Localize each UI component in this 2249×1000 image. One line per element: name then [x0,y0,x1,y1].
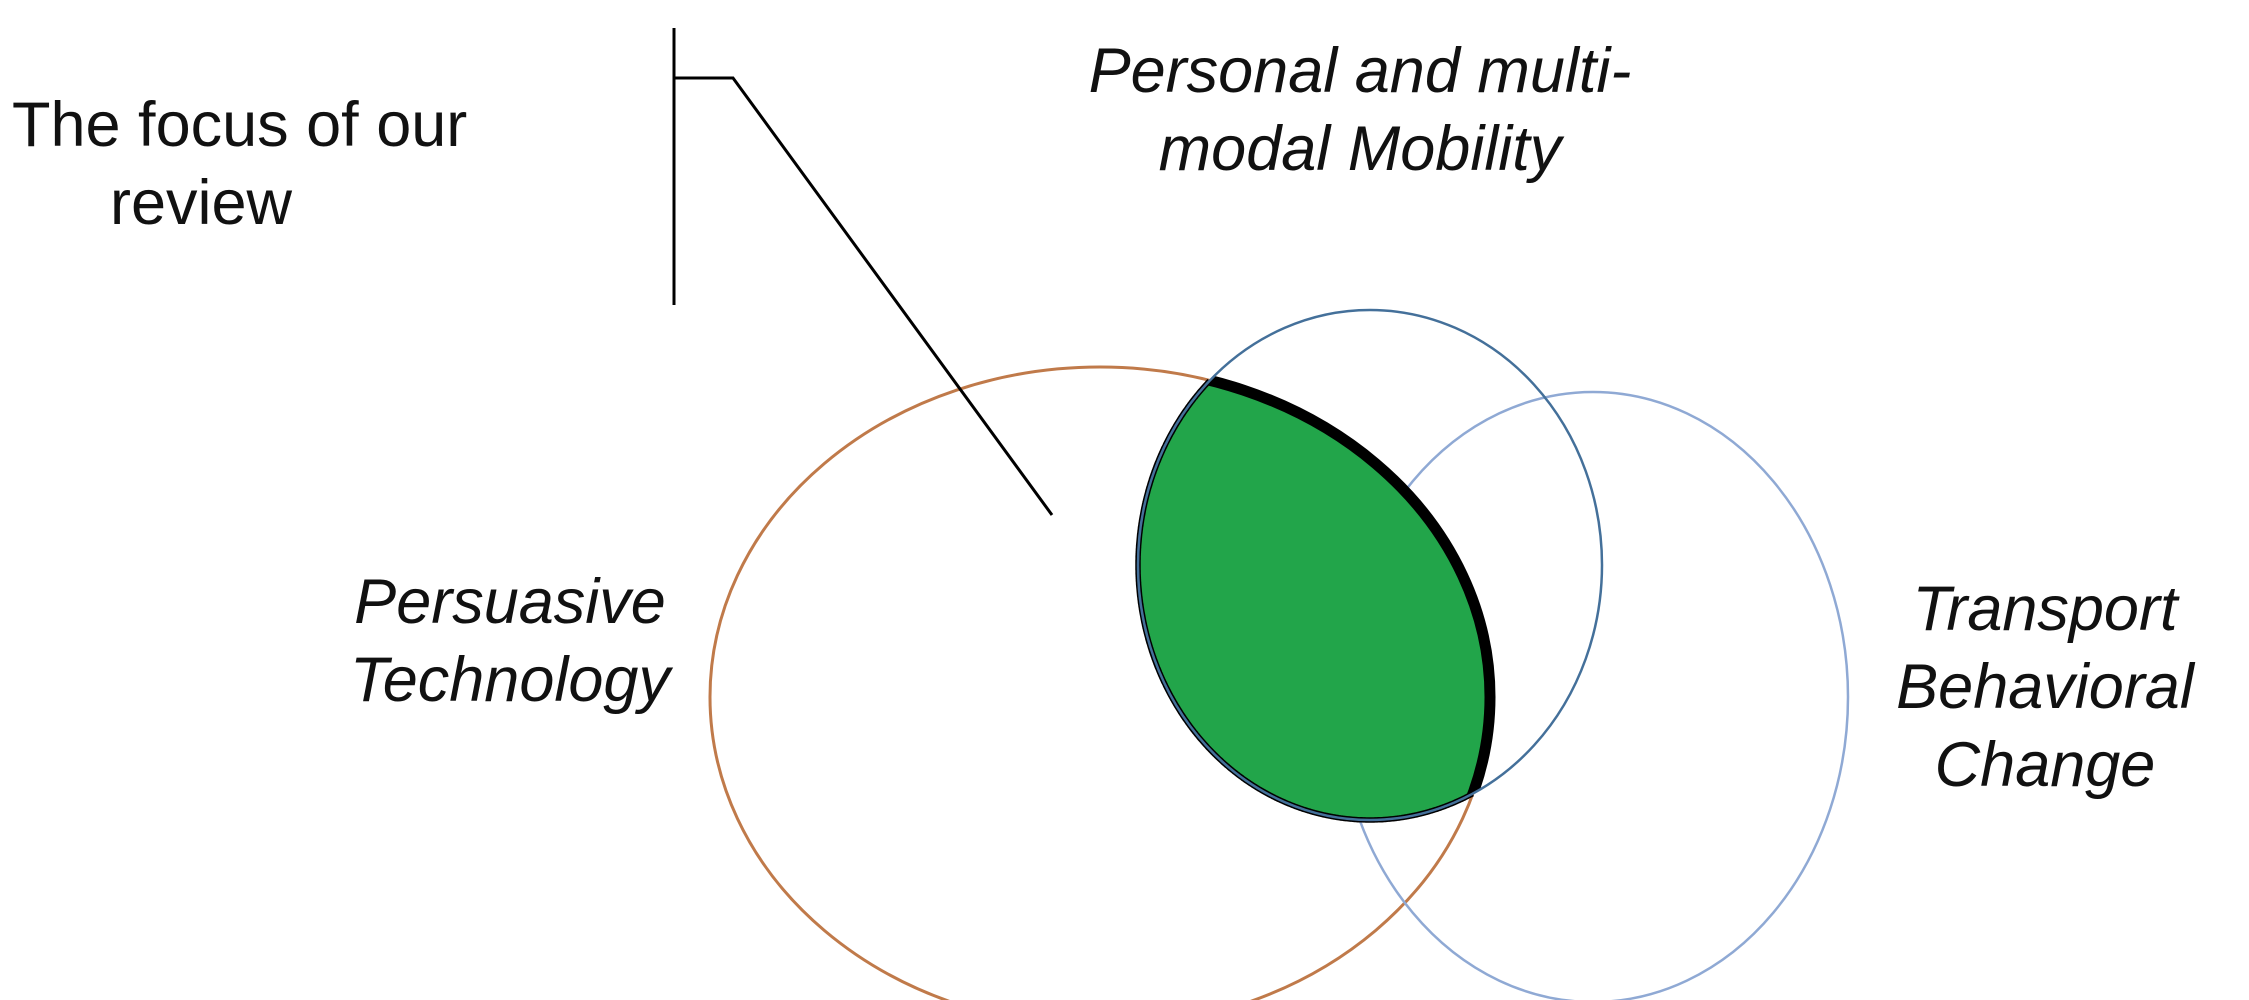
mobility-label: Personal and multi- modal Mobility [1030,32,1690,188]
callout-label-line-1: The focus of our [12,90,468,160]
transport-label-line-2: Behavioral [1896,652,2194,722]
persuasive-label-line-1: Persuasive [354,567,666,637]
callout-label: The focus of our review [12,86,467,242]
mobility-label-line-1: Personal and multi- [1088,36,1632,106]
callout-leader-line [674,76,1054,516]
transport-label: Transport Behavioral Change [1865,570,2225,804]
personal-mobility-circle [1136,308,1604,822]
persuasive-label: Persuasive Technology [320,563,700,719]
mobility-label-line-2: modal Mobility [1158,114,1562,184]
transport-label-line-3: Change [1934,730,2156,800]
callout-label-line-2: review [110,168,293,238]
focus-region-outline-left [1138,364,1493,820]
persuasive-label-line-2: Technology [350,645,670,715]
transport-label-line-1: Transport [1912,574,2178,644]
